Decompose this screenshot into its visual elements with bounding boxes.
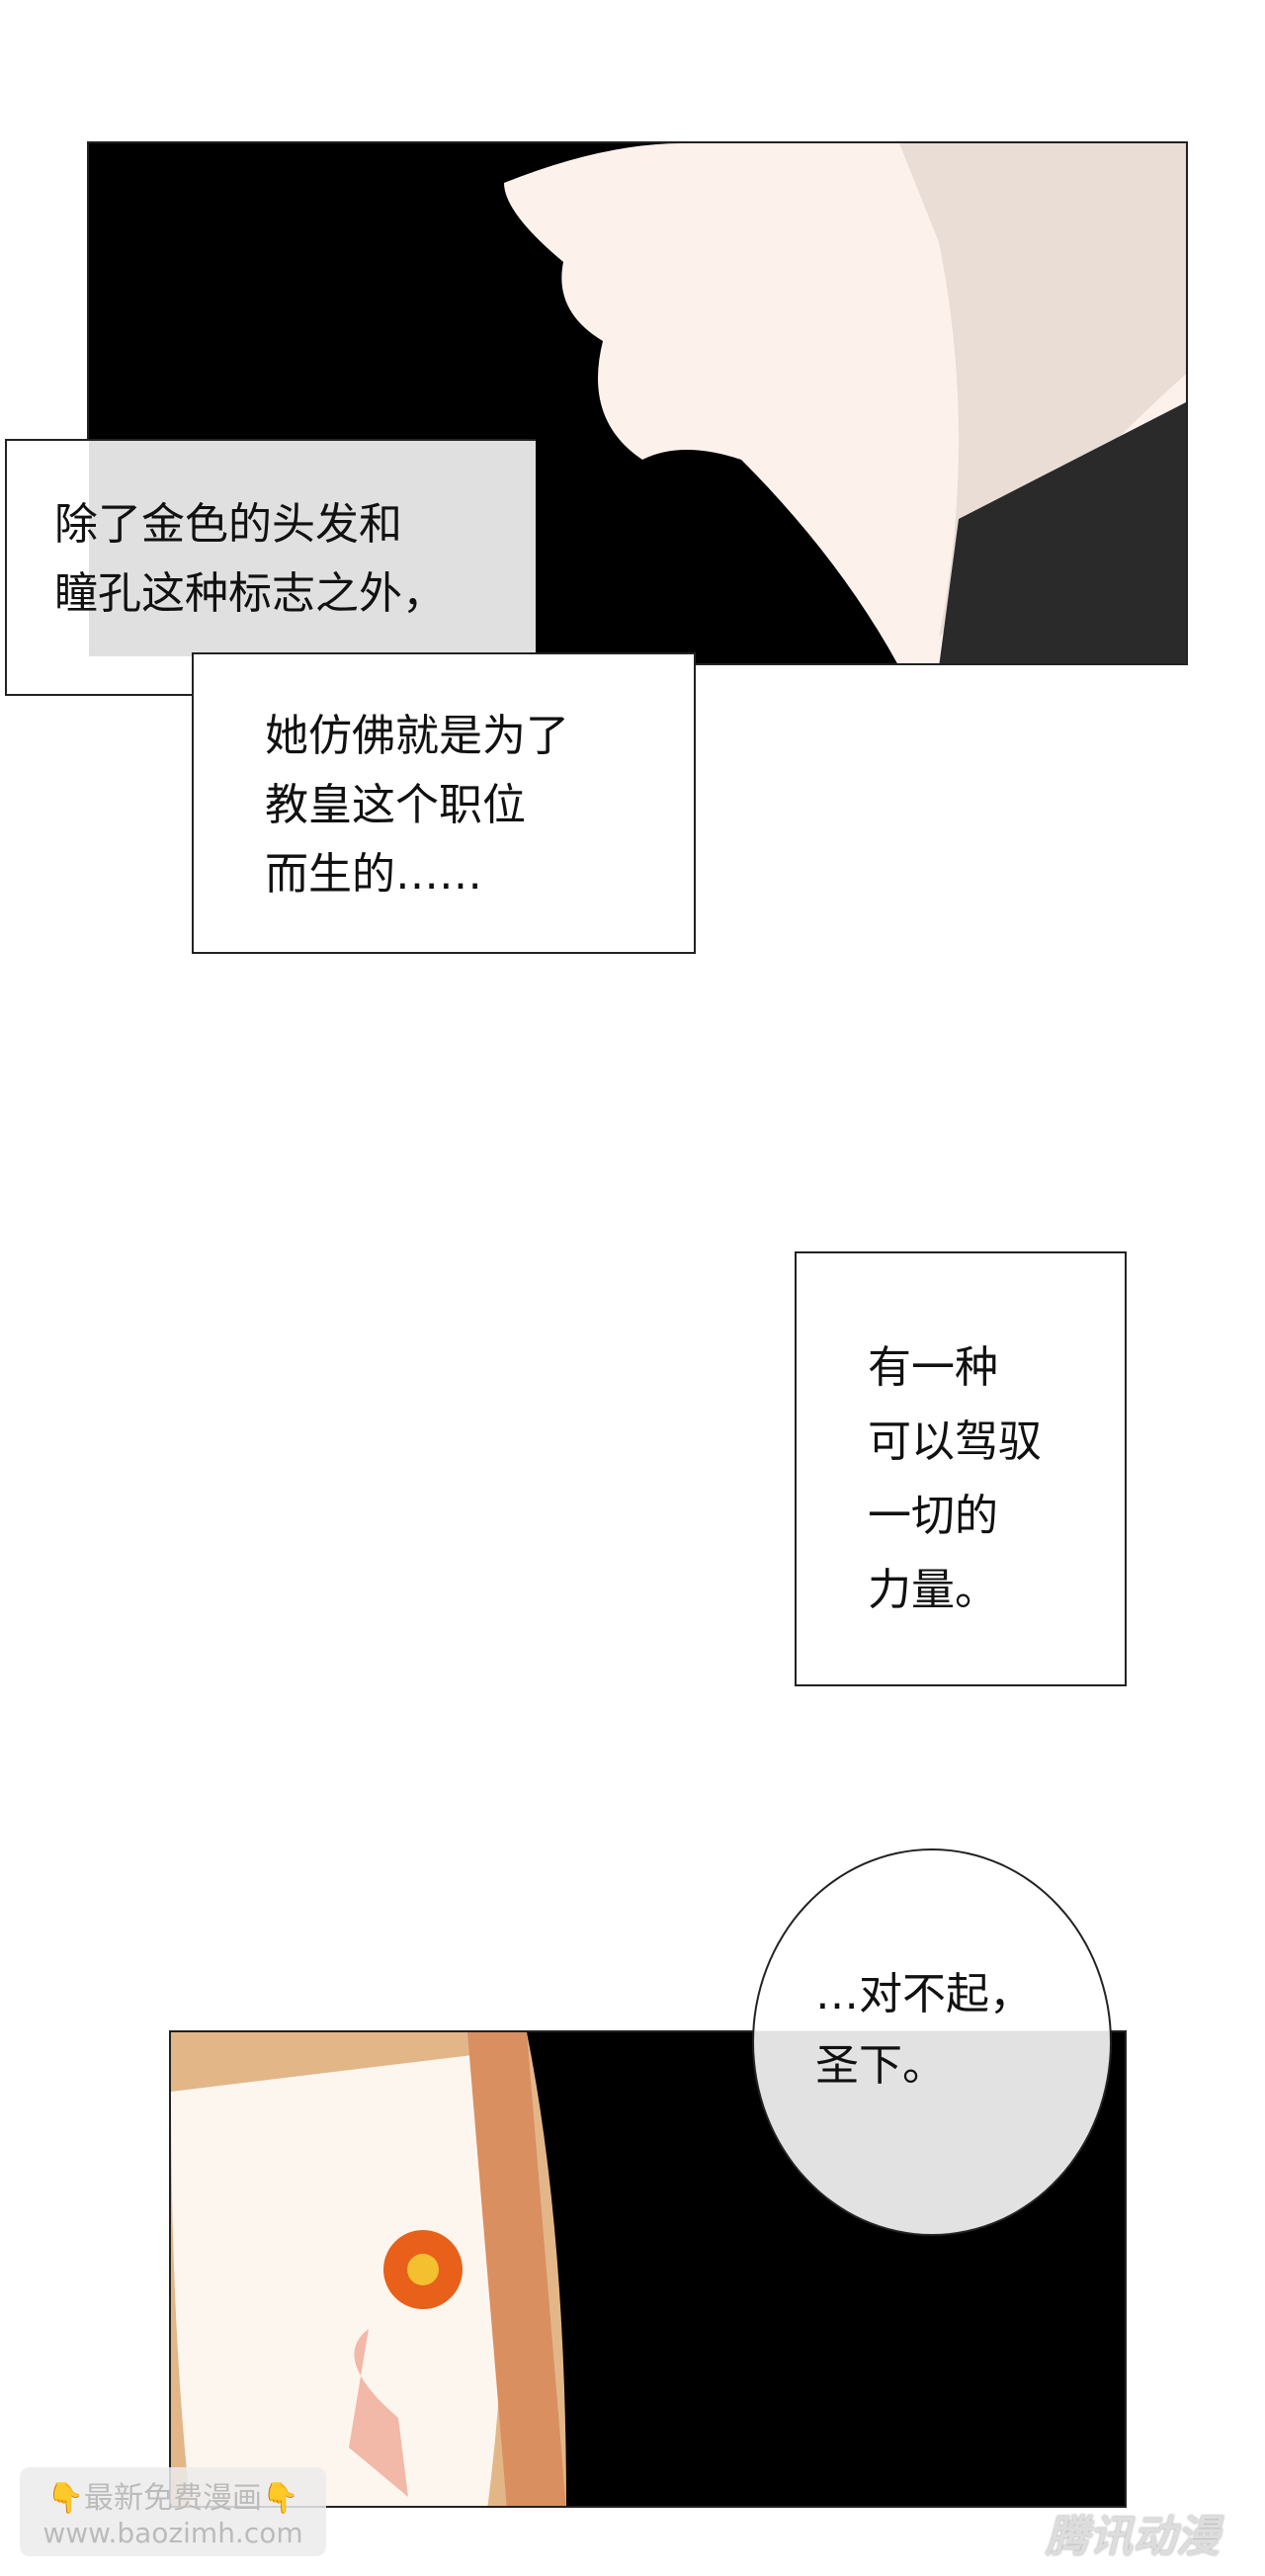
caption-line: 可以驾驭 [868,1417,1042,1467]
caption-line: 一切的 [868,1491,998,1541]
site-watermark[interactable]: 👇最新免费漫画👇 www.baozimh.com [20,2467,326,2556]
caption-line: 有一种 [868,1342,998,1393]
watermark-url: www.baozimh.com [42,2517,303,2549]
speech-bubble: …对不起， 圣下。 [752,1848,1112,2236]
caption-shade [89,441,536,656]
caption-box-2: 她仿佛就是为了 教皇这个职位 而生的…… [192,652,696,954]
caption-box-3: 有一种 可以驾驭 一切的 力量。 [795,1251,1127,1686]
brand-logo: 腾讯动漫 [1046,2512,1220,2562]
caption-line: 力量。 [868,1565,998,1615]
caption-line: 教皇这个职位 [265,780,526,830]
caption-line: 她仿佛就是为了 [265,711,569,761]
character-face-illustration [504,143,1186,663]
comic-panel-bottom [169,2030,1127,2508]
caption-line: 瞳孔这种标志之外， [54,568,446,619]
caption-line: 除了金色的头发和 [54,499,402,550]
bubble-line: …对不起， [815,1969,1033,2019]
caption-line: 而生的…… [265,849,482,900]
pointing-down-hand-icon: 👇 [262,2481,299,2516]
bubble-line: 圣下。 [815,2040,946,2091]
watermark-title: 最新免费漫画 [84,2481,262,2516]
pointing-down-hand-icon: 👇 [46,2481,84,2516]
character-eye-illustration [171,2032,566,2506]
